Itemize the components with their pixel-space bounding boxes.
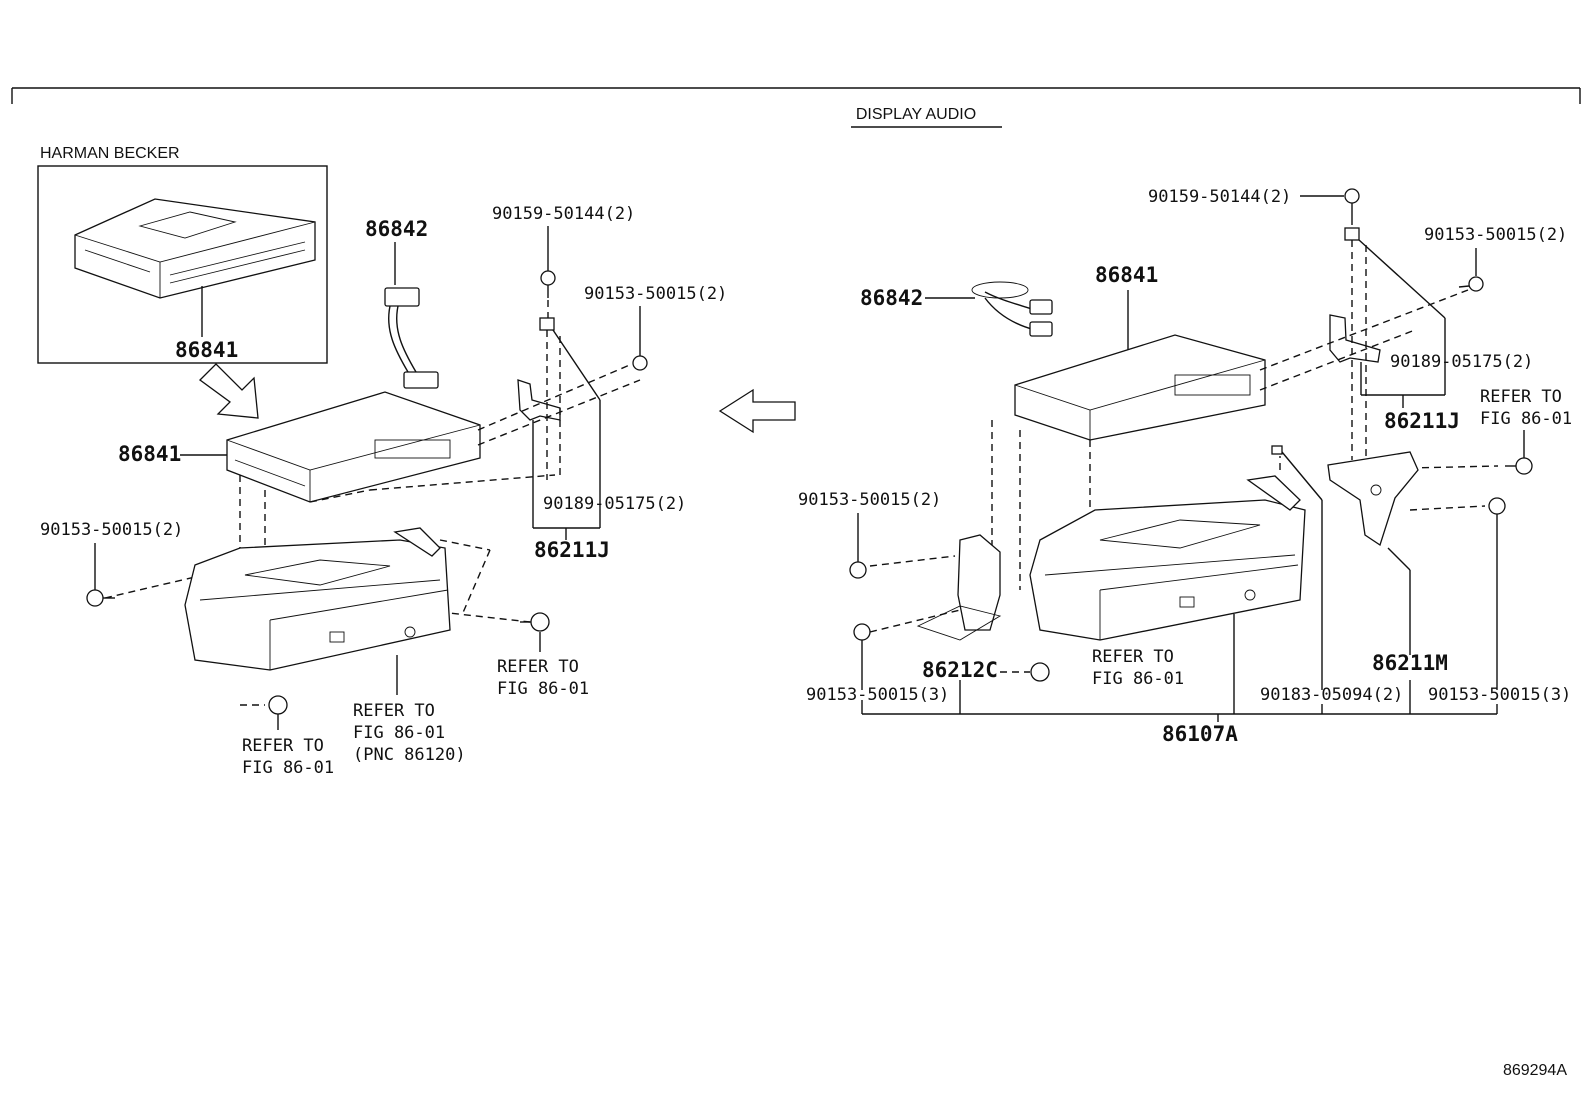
clip-icon — [539, 317, 555, 331]
bolt-icon — [1488, 497, 1506, 515]
right-bolt-top-right-label: 90153-50015(2) — [1424, 225, 1567, 245]
left-bolt-left-label: 90153-50015(2) — [40, 520, 183, 540]
right-bolt-left-label: 90153-50015(2) — [798, 490, 941, 510]
right-refer-bottom-line1: REFER TO — [1092, 647, 1174, 667]
right-unit-label: 86841 — [1095, 263, 1158, 287]
right-bracket-86211m — [1327, 451, 1419, 547]
right-clip-label: 90189-05175(2) — [1390, 352, 1533, 372]
left-refer-bottom-center-line3: (PNC 86120) — [353, 745, 466, 765]
left-refer-bottom-left-line2: FIG 86-01 — [242, 758, 334, 778]
clip-icon — [1271, 445, 1283, 455]
bolt-icon — [86, 589, 115, 607]
left-screw-top-label: 90159-50144(2) — [492, 204, 635, 224]
right-screw-top-label: 90159-50144(2) — [1148, 187, 1291, 207]
left-bolt-right-label: 90153-50015(2) — [584, 284, 727, 304]
figure-code: 869294A — [1503, 1062, 1567, 1079]
left-bracket-86211j — [517, 379, 561, 421]
right-amplifier-unit — [1014, 334, 1266, 441]
left-cable-harness — [384, 287, 439, 389]
bolt-icon — [632, 355, 648, 371]
right-display-chassis — [1029, 475, 1306, 641]
left-amplifier-unit — [226, 391, 481, 503]
bolt-icon — [268, 695, 288, 715]
assembly-leader-lines — [861, 614, 1498, 722]
right-assembly-label: 86107A — [1162, 722, 1238, 746]
right-bolt-bottom-right-label: 90153-50015(3) — [1428, 685, 1571, 705]
left-cable-label: 86842 — [365, 217, 428, 241]
right-bracket-86211j — [1329, 314, 1381, 363]
left-refer-bottom-center-line2: FIG 86-01 — [353, 723, 445, 743]
left-bracket-label: 86211J — [534, 538, 610, 562]
variant-label: HARMAN BECKER — [40, 145, 180, 162]
inset-box: 86841 — [37, 165, 328, 364]
right-bracket-c-label: 86212C — [922, 658, 998, 682]
left-refer-bottom-center-line1: REFER TO — [353, 701, 435, 721]
section-title: DISPLAY AUDIO — [856, 106, 976, 123]
bolt-icon — [1505, 457, 1533, 475]
left-refer-right-line1: REFER TO — [497, 657, 579, 677]
screw-icon — [540, 270, 556, 298]
right-bolt-bottom-left-label: 90153-50015(3) — [806, 685, 949, 705]
inset-part-label: 86841 — [175, 338, 238, 362]
inset-amplifier-unit — [74, 198, 316, 299]
left-refer-right-line2: FIG 86-01 — [497, 679, 589, 699]
assembly-arrow-icon — [199, 363, 259, 419]
bolt-icon — [520, 612, 550, 632]
right-cable-label: 86842 — [860, 286, 923, 310]
direction-arrow-icon — [718, 388, 796, 434]
bolt-icon — [849, 561, 867, 579]
frame-line — [11, 87, 1581, 104]
right-refer-right-line1: REFER TO — [1480, 387, 1562, 407]
left-unit-label: 86841 — [118, 442, 181, 466]
right-bracket-86212c — [916, 534, 1002, 641]
right-bracket-j-label: 86211J — [1384, 409, 1460, 433]
left-dashed-guides — [104, 300, 641, 706]
bolt-icon — [1030, 662, 1050, 682]
bolt-icon — [1458, 276, 1484, 292]
right-cable-harness — [971, 281, 1053, 337]
right-clip-bottom-label: 90183-05094(2) — [1260, 685, 1403, 705]
right-refer-right-line2: FIG 86-01 — [1480, 409, 1572, 429]
right-dashed-guides — [869, 218, 1499, 673]
bolt-icon — [853, 623, 871, 641]
left-display-chassis — [184, 527, 451, 671]
left-clip-label: 90189-05175(2) — [543, 494, 686, 514]
screw-icon — [1344, 188, 1360, 218]
clip-icon — [1344, 227, 1360, 241]
right-refer-bottom-line2: FIG 86-01 — [1092, 669, 1184, 689]
left-refer-bottom-left-line1: REFER TO — [242, 736, 324, 756]
right-bracket-m-label: 86211M — [1372, 651, 1448, 675]
